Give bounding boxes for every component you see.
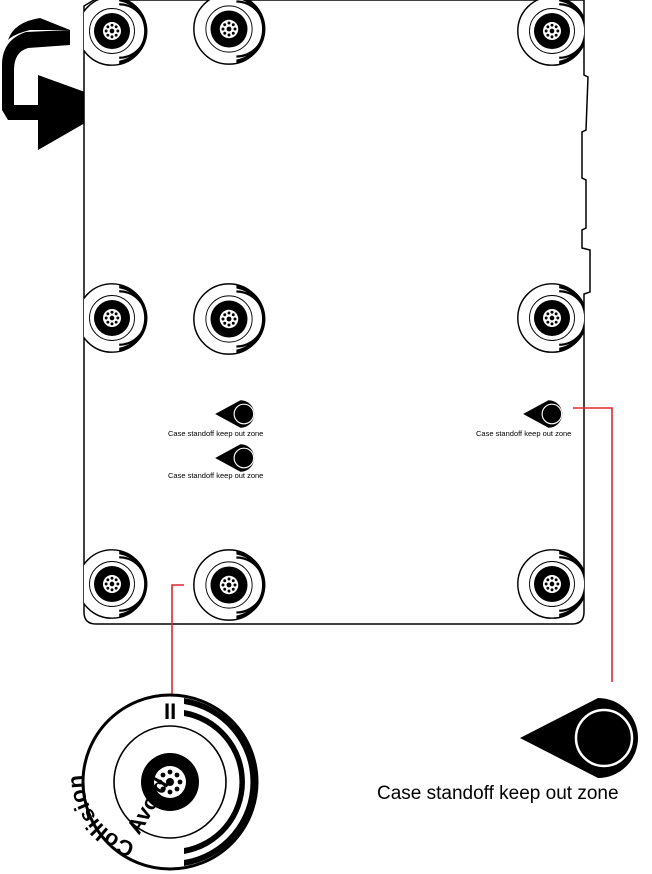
avoid-collision-mark-icon: [84, 549, 149, 619]
legend-logo-bars: II: [164, 699, 176, 724]
standoff-label-left-lower: Case standoff keep out zone: [168, 471, 263, 480]
callout-line-standoff: [573, 407, 613, 682]
legend-standoff-label: Case standoff keep out zone: [377, 783, 619, 804]
standoff-label-left-upper: Case standoff keep out zone: [168, 429, 263, 438]
avoid-collision-mark-icon: [517, 283, 584, 353]
legend-avoid-collision-mark: Avoid Collision II: [63, 693, 259, 871]
avoid-collision-mark-icon: [193, 549, 267, 621]
standoff-label-right: Case standoff keep out zone: [476, 429, 571, 438]
board-outline: [83, 0, 591, 625]
avoid-collision-mark-icon: [193, 283, 267, 355]
avoid-collision-mark-icon: [517, 549, 584, 619]
avoid-collision-mark-icon: [84, 283, 149, 353]
legend-standoff-keepout-icon: [520, 698, 638, 778]
callout-line-avoid-collision: [171, 584, 184, 695]
